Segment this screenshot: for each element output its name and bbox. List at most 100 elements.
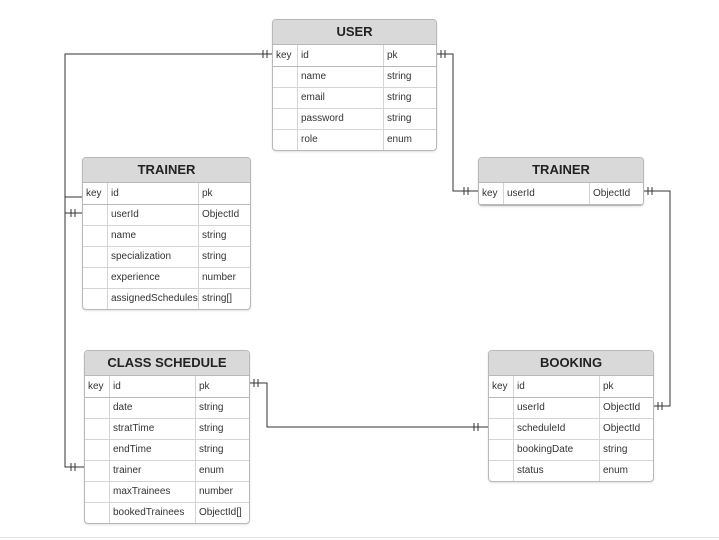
attribute-type: ObjectId[] — [199, 507, 242, 518]
attribute-name: scheduleId — [514, 419, 600, 439]
attribute-key — [273, 130, 298, 150]
attribute-name: date — [110, 398, 196, 418]
attribute-key — [85, 419, 110, 439]
attribute-key: key — [83, 183, 108, 204]
attribute-type: number — [202, 272, 236, 283]
attribute-name: bookedTrainees — [110, 503, 196, 523]
link-user-to-trainer-ref — [436, 50, 479, 195]
link-trainer-to-schedule — [64, 213, 84, 471]
attribute-key: key — [85, 376, 110, 397]
attribute-name: bookingDate — [514, 440, 600, 460]
attribute-type: ObjectId — [603, 402, 641, 413]
attribute-type: string — [387, 113, 412, 124]
attribute-type: string — [603, 444, 628, 455]
attribute-key — [85, 398, 110, 418]
attribute-type: enum — [387, 134, 413, 145]
attribute-type: pk — [199, 381, 210, 392]
attribute-key — [83, 226, 108, 246]
attribute-name: name — [298, 67, 384, 87]
attribute-key: key — [273, 45, 298, 66]
attribute-type: ObjectId — [603, 423, 641, 434]
attribute-name: role — [298, 130, 384, 150]
entity-title: USER — [273, 20, 436, 45]
attribute-name: userId — [514, 398, 600, 418]
attribute-type: string — [199, 402, 224, 413]
attribute-key — [85, 503, 110, 523]
attribute-type: pk — [202, 188, 213, 199]
attribute-key — [489, 398, 514, 418]
attribute-type: enum — [199, 465, 225, 476]
attribute-key — [273, 67, 298, 87]
attribute-type: ObjectId — [593, 188, 631, 199]
attribute-name: password — [298, 109, 384, 129]
attribute-name: name — [108, 226, 199, 246]
attribute-type: enum — [603, 465, 629, 476]
attribute-type: string[] — [202, 293, 233, 304]
attribute-name: maxTrainees — [110, 482, 196, 502]
attribute-name: id — [298, 45, 384, 66]
attribute-key — [83, 289, 108, 309]
attribute-name: endTime — [110, 440, 196, 460]
entity-title: CLASS SCHEDULE — [85, 351, 249, 376]
attribute-type: string — [387, 71, 412, 82]
link-trainer-to-booking — [643, 187, 671, 410]
attribute-key — [83, 205, 108, 225]
attribute-key — [85, 482, 110, 502]
link-schedule-to-booking — [249, 379, 488, 431]
attribute-name: id — [108, 183, 199, 204]
attribute-key — [85, 440, 110, 460]
attribute-name: experience — [108, 268, 199, 288]
attribute-name: assignedSchedules — [108, 289, 199, 309]
attribute-name: id — [514, 376, 600, 397]
attribute-key — [489, 461, 514, 481]
entity-title: TRAINER — [479, 158, 643, 183]
attribute-name: stratTime — [110, 419, 196, 439]
attribute-type: pk — [603, 381, 614, 392]
attribute-name: status — [514, 461, 600, 481]
attribute-type: string — [199, 423, 224, 434]
attribute-key — [83, 268, 108, 288]
attribute-type: ObjectId — [202, 209, 240, 220]
attribute-name: userId — [504, 183, 590, 204]
link-user-to-trainer — [64, 50, 272, 217]
attribute-type: string — [199, 444, 224, 455]
attribute-type: number — [199, 486, 233, 497]
attribute-key — [273, 88, 298, 108]
attribute-type: string — [202, 230, 227, 241]
attribute-type: pk — [387, 50, 398, 61]
attribute-key: key — [479, 183, 504, 204]
entity-title: TRAINER — [83, 158, 250, 183]
attribute-name: email — [298, 88, 384, 108]
attribute-key — [85, 461, 110, 481]
attribute-key — [83, 247, 108, 267]
attribute-key: key — [489, 376, 514, 397]
attribute-key — [273, 109, 298, 129]
entity-title: BOOKING — [489, 351, 653, 376]
